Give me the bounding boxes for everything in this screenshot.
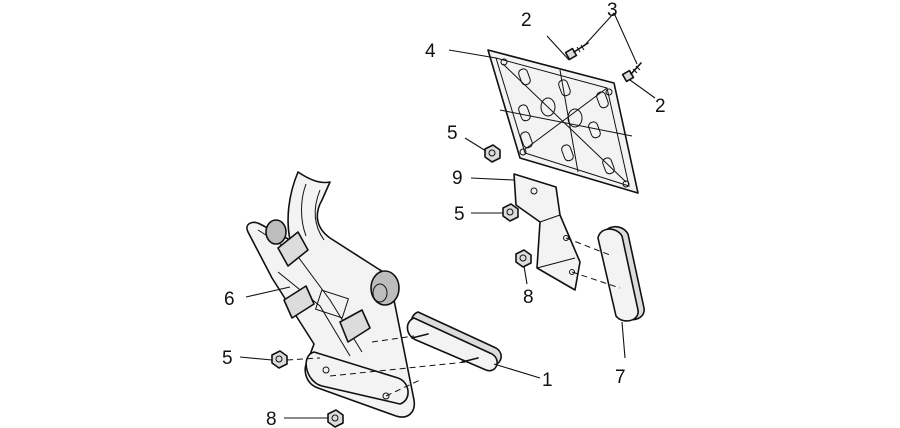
bracket-part-9 <box>513 173 581 291</box>
callout-2a: 2 <box>521 10 532 31</box>
alignment-line <box>329 361 467 377</box>
leader-line-4 <box>448 49 497 59</box>
leader-line-6 <box>245 286 291 298</box>
nut-part-5-top <box>484 144 501 163</box>
alignment-line <box>565 237 611 256</box>
callout-3: 3 <box>607 0 618 21</box>
leader-line-3b <box>613 12 638 65</box>
nut-part-5-left <box>271 350 288 369</box>
callout-8a: 8 <box>523 287 534 308</box>
leader-line-1 <box>493 363 541 379</box>
screw-part-3-right <box>621 62 642 83</box>
nut-part-8-right <box>515 249 532 268</box>
alignment-line <box>286 357 321 361</box>
leader-line-5a <box>464 137 487 152</box>
callout-1: 1 <box>542 370 553 391</box>
callout-5a: 5 <box>447 123 458 144</box>
alignment-line <box>371 335 415 343</box>
callout-8b: 8 <box>266 409 277 428</box>
leader-line-9 <box>470 177 515 181</box>
callout-2b: 2 <box>655 96 666 117</box>
nut-part-8-left <box>327 409 344 428</box>
plate-base-part-4 <box>487 49 639 194</box>
callout-5c: 5 <box>222 348 233 369</box>
leader-line-3a <box>583 12 615 47</box>
leader-line-8a <box>523 265 528 285</box>
callout-4: 4 <box>425 41 436 62</box>
nut-part-5-middle <box>502 203 519 222</box>
leader-line-7 <box>621 321 626 359</box>
holder-part-6 <box>246 171 416 418</box>
alignment-line <box>385 379 421 397</box>
reflector-part-7 <box>597 225 645 322</box>
callout-5b: 5 <box>454 204 465 225</box>
leader-line-2a <box>546 35 570 61</box>
callout-6: 6 <box>224 289 235 310</box>
reflector-part-1 <box>406 311 502 372</box>
leader-line-5c <box>239 356 273 361</box>
callout-9: 9 <box>452 168 463 189</box>
alignment-line <box>571 271 621 289</box>
leader-line-2b <box>629 79 656 99</box>
callout-7: 7 <box>615 367 626 388</box>
